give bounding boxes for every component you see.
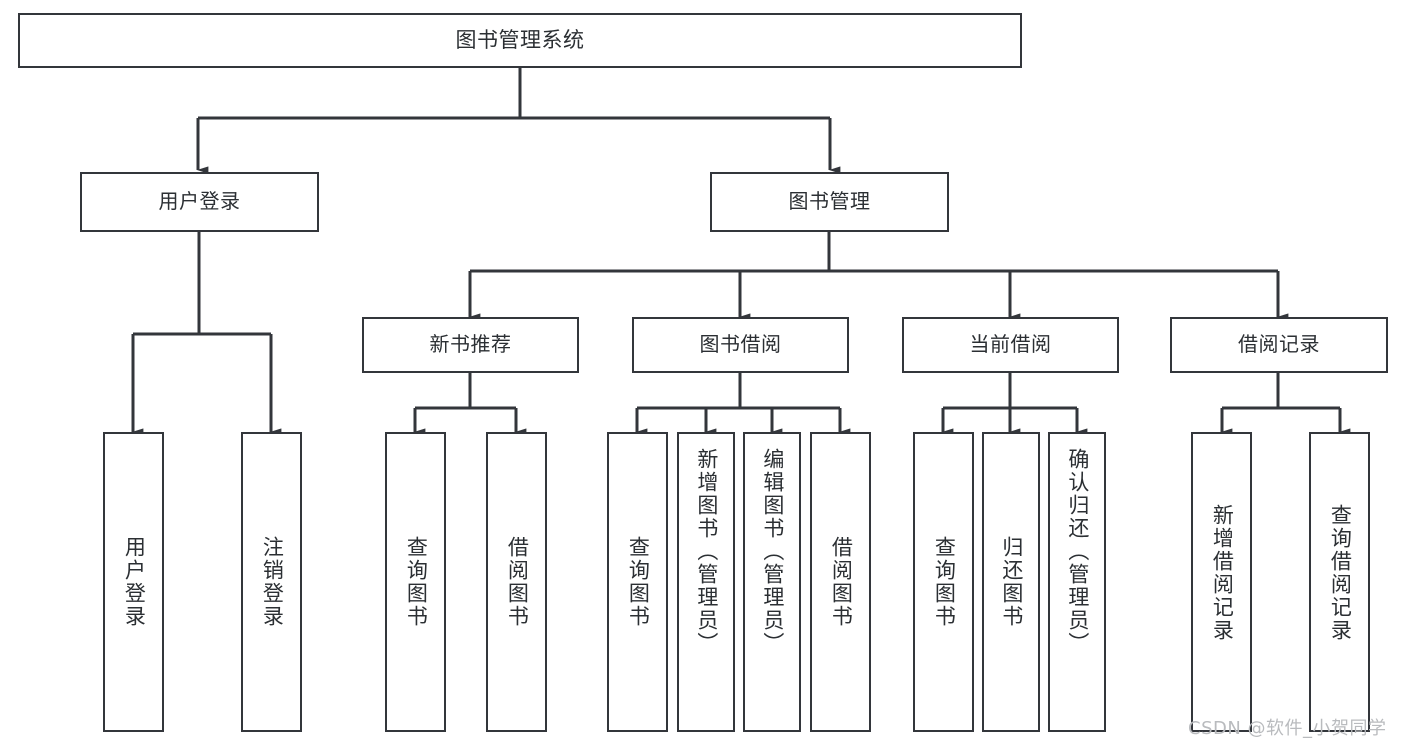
- node-label: 借阅图书: [829, 536, 854, 628]
- node-label: 图书借阅: [699, 332, 782, 357]
- node-label: 查询图书: [404, 536, 429, 628]
- leaf-confirm-return-admin[interactable]: 确认归还（管理员）: [1048, 432, 1106, 732]
- node-label: 图书管理系统: [455, 28, 585, 53]
- node-book-borrow[interactable]: 图书借阅: [632, 317, 849, 373]
- leaf-query-borrow-record[interactable]: 查询借阅记录: [1309, 432, 1370, 732]
- node-label: 借阅记录: [1238, 332, 1320, 357]
- leaf-query-book-borrow[interactable]: 查询图书: [607, 432, 668, 732]
- node-label: 归还图书: [999, 536, 1024, 628]
- node-label: 借阅图书: [505, 536, 530, 628]
- node-label: 新增借阅记录: [1210, 504, 1235, 642]
- leaf-borrow-book-borrow[interactable]: 借阅图书: [810, 432, 871, 732]
- leaf-logout-login[interactable]: 注销登录: [241, 432, 302, 732]
- node-label: 确认归还（管理员）: [1065, 448, 1090, 655]
- node-user-login[interactable]: 用户登录: [80, 172, 319, 232]
- node-current-borrow[interactable]: 当前借阅: [902, 317, 1119, 373]
- node-label: 编辑图书（管理员）: [760, 448, 785, 655]
- node-new-book-recommend[interactable]: 新书推荐: [362, 317, 579, 373]
- node-label: 查询借阅记录: [1328, 504, 1353, 642]
- node-borrow-record[interactable]: 借阅记录: [1170, 317, 1388, 373]
- node-label: 图书管理: [788, 189, 871, 214]
- leaf-edit-book-admin[interactable]: 编辑图书（管理员）: [743, 432, 801, 732]
- node-label: 注销登录: [260, 536, 285, 628]
- leaf-query-book-new[interactable]: 查询图书: [385, 432, 446, 732]
- node-root[interactable]: 图书管理系统: [18, 13, 1022, 68]
- leaf-query-book-current[interactable]: 查询图书: [913, 432, 974, 732]
- leaf-add-borrow-record[interactable]: 新增借阅记录: [1191, 432, 1252, 732]
- leaf-return-book[interactable]: 归还图书: [982, 432, 1040, 732]
- node-label: 新书推荐: [429, 332, 512, 357]
- leaf-add-book-admin[interactable]: 新增图书（管理员）: [677, 432, 735, 732]
- csdn-watermark: CSDN @软件_小贺同学: [1188, 718, 1387, 739]
- node-label: 当前借阅: [969, 332, 1052, 357]
- leaf-borrow-book-new[interactable]: 借阅图书: [486, 432, 547, 732]
- node-label: 用户登录: [158, 189, 241, 214]
- node-label: 查询图书: [932, 536, 957, 628]
- node-label: 用户登录: [122, 536, 147, 628]
- node-book-manage[interactable]: 图书管理: [710, 172, 949, 232]
- node-label: 新增图书（管理员）: [694, 448, 719, 655]
- leaf-user-login[interactable]: 用户登录: [103, 432, 164, 732]
- node-label: 查询图书: [626, 536, 651, 628]
